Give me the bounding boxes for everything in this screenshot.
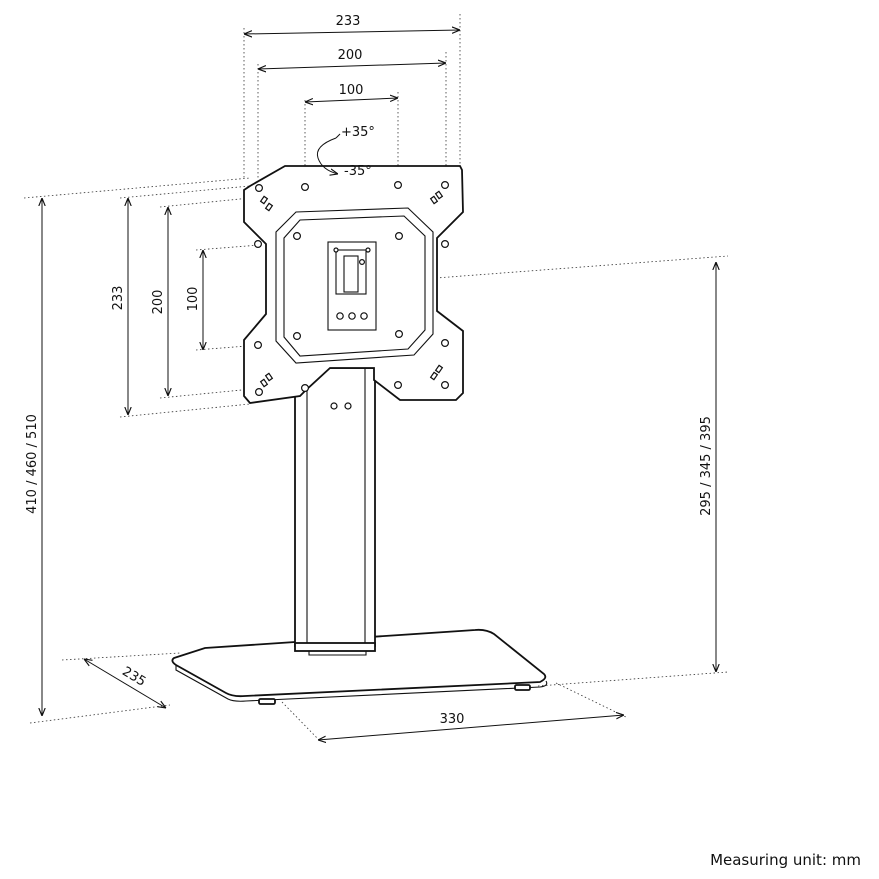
- label-tilt-down: -35°: [344, 164, 372, 179]
- rotation-icon: [316, 133, 341, 174]
- label-base-width: 330: [440, 712, 465, 727]
- label-width-100: 100: [339, 83, 364, 98]
- base-foot-right: [514, 684, 531, 691]
- vesa-plate-inner-frame: [275, 207, 434, 364]
- label-width-200: 200: [338, 48, 363, 63]
- vesa-plate: [243, 165, 464, 404]
- base-plate: [171, 628, 547, 698]
- label-width-233: 233: [336, 14, 361, 29]
- label-height-100: 100: [186, 287, 201, 312]
- vesa-plate-outline: [243, 165, 464, 404]
- dimension-lines: [42, 30, 716, 740]
- dimension-labels: 233 200 100 +35° -35° 410 / 460 / 510 23…: [25, 14, 714, 727]
- stand-base: [171, 628, 548, 705]
- label-base-depth: 235: [119, 664, 148, 690]
- stand-column: [294, 367, 376, 656]
- base-foot-left: [258, 698, 276, 705]
- label-height-200: 200: [151, 290, 166, 315]
- label-total-height: 410 / 460 / 510: [25, 414, 40, 514]
- measuring-unit-note: Measuring unit: mm: [710, 851, 861, 869]
- tilt-bracket: [327, 241, 377, 331]
- column-collar: [294, 642, 376, 652]
- hole: [255, 184, 264, 193]
- label-tilt-up: +35°: [341, 125, 375, 140]
- label-center-height: 295 / 345 / 395: [699, 416, 714, 516]
- label-height-233: 233: [111, 286, 126, 311]
